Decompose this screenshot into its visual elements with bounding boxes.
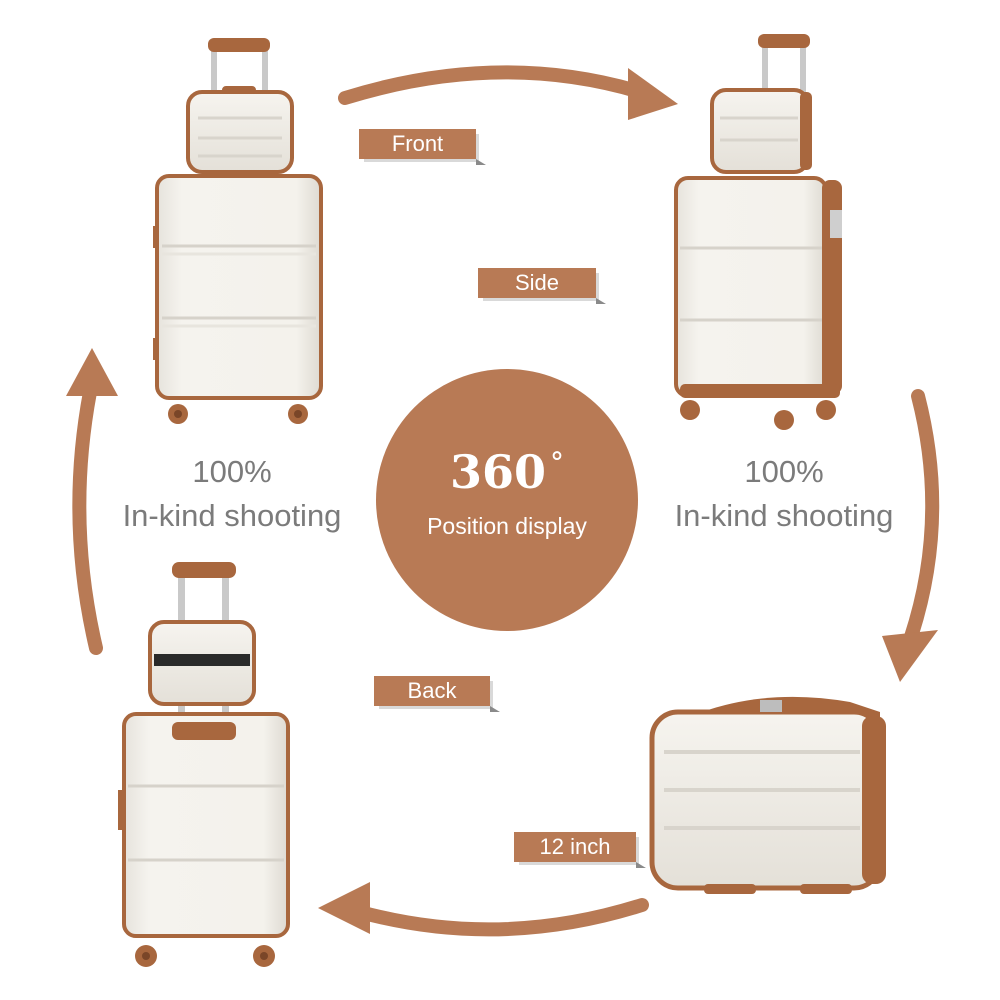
right-caption-percent: 100%: [744, 454, 824, 489]
right-caption: 100% In-kind shooting: [644, 450, 924, 538]
rotation-subtitle: Position display: [427, 513, 587, 539]
side-label: Side: [478, 268, 606, 304]
size-label: 12 inch: [514, 832, 646, 868]
front-label-text: Front: [391, 131, 444, 156]
left-caption-text: In-kind shooting: [122, 498, 342, 533]
rotation-angle-value: 360: [449, 445, 547, 499]
left-caption: 100% In-kind shooting: [92, 450, 372, 538]
rotation-badge: 360° Position display: [376, 369, 638, 631]
arrow-top: [338, 65, 678, 120]
back-label: Back: [374, 676, 500, 712]
front-label: Front: [359, 129, 486, 165]
rotation-angle: 360°: [376, 445, 638, 499]
arrow-right: [882, 389, 940, 682]
vanity-case-view: [649, 696, 886, 894]
suitcase-front-view: [153, 38, 323, 424]
suitcase-side-view: [674, 34, 842, 430]
suitcase-back-view: [118, 562, 290, 967]
left-caption-percent: 100%: [192, 454, 272, 489]
right-caption-text: In-kind shooting: [674, 498, 894, 533]
arrow-bottom: [318, 882, 649, 937]
degree-symbol: °: [550, 445, 565, 479]
arrow-left: [66, 348, 118, 655]
size-label-text: 12 inch: [539, 834, 611, 859]
side-label-text: Side: [514, 270, 560, 295]
back-label-text: Back: [407, 678, 457, 703]
